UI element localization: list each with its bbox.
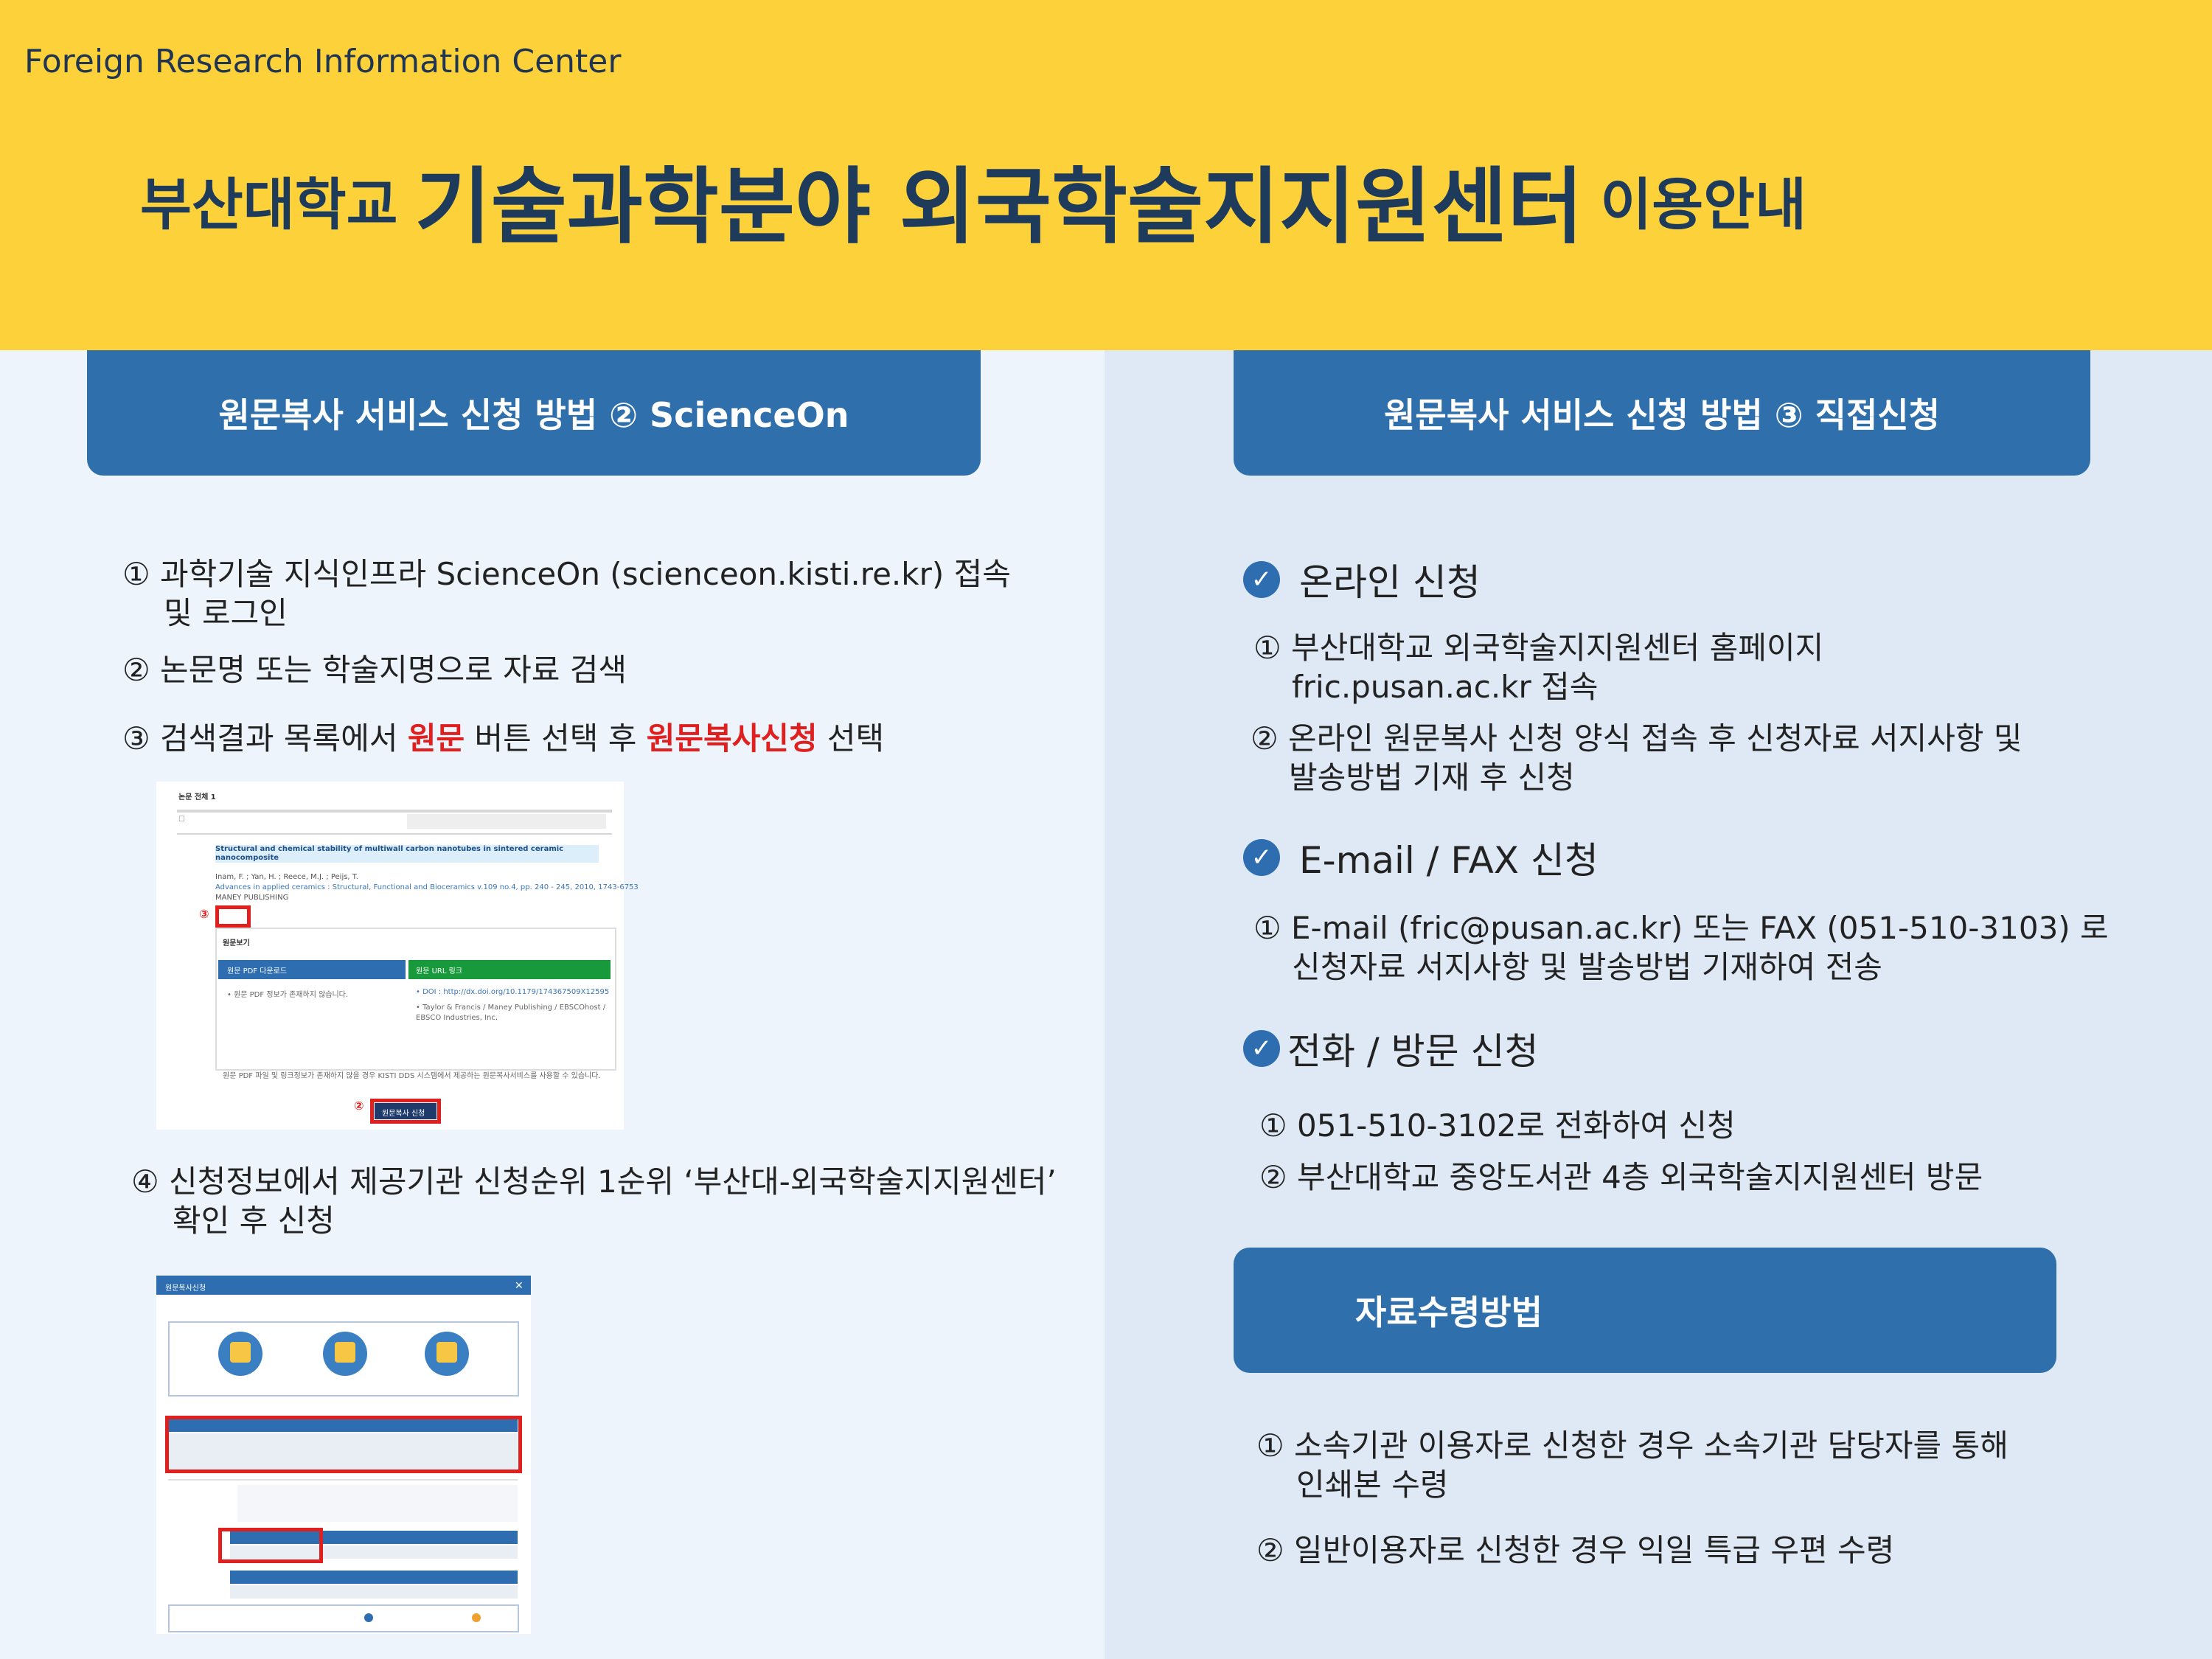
- check-icon: ✓: [1243, 839, 1280, 876]
- url-link-bar: [408, 960, 611, 979]
- request-button-highlight: [370, 1099, 441, 1124]
- url-link-label: 원문 URL 링크: [416, 967, 462, 975]
- step-1-line-2: 및 로그인: [164, 595, 288, 631]
- header-subtitle: Foreign Research Information Center: [24, 43, 622, 80]
- marker-2: ②: [354, 1099, 364, 1113]
- window-title-bar: [156, 1276, 531, 1295]
- section-header-scienceon: 원문복사 서비스 신청 방법 ② ScienceOn: [87, 350, 981, 476]
- step-1-line-1: ① 과학기술 지식인프라 ScienceOn (scienceon.kisti.…: [122, 556, 1011, 592]
- divider: [168, 1479, 518, 1481]
- step-3-text-e: 선택: [817, 720, 885, 757]
- notice-text: 원문 PDF 파일 및 링크정보가 존재하지 않을 경우 KISTI DDS 시…: [223, 1072, 601, 1080]
- section-header-direct: 원문복사 서비스 신청 방법 ③ 직접신청: [1234, 350, 2090, 476]
- online-item-1-line-1: ① 부산대학교 외국학술지지원센터 홈페이지: [1253, 630, 1824, 666]
- step-3: ③ 검색결과 목록에서 원문 버튼 선택 후 원문복사신청 선택: [122, 719, 884, 758]
- request-info-highlight: [165, 1416, 522, 1473]
- online-request-heading: ✓ 온라인 신청: [1243, 553, 1481, 606]
- fee-table-row: [230, 1585, 518, 1599]
- page-header: Foreign Research Information Center 부산대학…: [0, 0, 2212, 350]
- provider-priority-highlight[interactable]: [218, 1528, 323, 1563]
- marker-3: ③: [199, 907, 209, 921]
- external-links[interactable]: • Taylor & Francis / Maney Publishing / …: [416, 1004, 606, 1022]
- phone-item-2: ② 부산대학교 중앙도서관 4층 외국학술지지원센터 방문: [1259, 1159, 1983, 1195]
- options-area: [237, 1485, 518, 1522]
- receipt-item-2: ② 일반이용자로 신청한 경우 익일 특급 우편 수령: [1256, 1532, 1895, 1568]
- delivery-option-2-icon[interactable]: [323, 1332, 367, 1376]
- original-view-panel: [215, 928, 616, 1071]
- article-title: Structural and chemical stability of mul…: [215, 845, 599, 863]
- step-3-text-c: 버튼 선택 후: [465, 720, 647, 757]
- panel-title: 원문보기: [223, 939, 250, 947]
- close-icon[interactable]: ✕: [515, 1280, 524, 1292]
- online-item-2-line-2: 발송방법 기재 후 신청: [1289, 759, 1575, 796]
- step-3-highlight-request: 원문복사신청: [646, 720, 818, 757]
- document-icon: [230, 1342, 251, 1363]
- phone-item-1: ① 051-510-3102로 전화하여 신청: [1259, 1107, 1736, 1144]
- toolbar-filters: [407, 814, 606, 829]
- result-count: 논문 전체 1: [178, 793, 216, 801]
- copy-request-button[interactable]: [375, 1103, 437, 1119]
- provider-table-row: [230, 1545, 518, 1559]
- window-title: 원문복사신청: [165, 1284, 206, 1293]
- pdf-download-bar: [218, 960, 406, 979]
- phone-visit-title: 전화 / 방문 신청: [1287, 1030, 1539, 1073]
- section-header-receipt: 자료수령방법: [1234, 1248, 2056, 1373]
- folder-icon: [437, 1342, 457, 1363]
- card-icon: [335, 1342, 355, 1363]
- doi-link[interactable]: • DOI : http://dx.doi.org/10.1179/174367…: [416, 988, 610, 996]
- provider-table-header: [230, 1531, 518, 1544]
- receipt-item-1-line-2: 인쇄본 수령: [1296, 1467, 1449, 1503]
- divider: [177, 833, 612, 835]
- divider: [177, 810, 612, 813]
- pdf-download-label: 원문 PDF 다운로드: [227, 967, 288, 975]
- email-fax-title: E-mail / FAX 신청: [1299, 839, 1599, 882]
- request-table-header: [168, 1419, 518, 1432]
- request-table-row: [168, 1433, 518, 1470]
- phone-visit-heading: ✓ 전화 / 방문 신청: [1243, 1022, 1539, 1075]
- cancel-icon[interactable]: [472, 1613, 481, 1622]
- check-icon: ✓: [1243, 1030, 1280, 1067]
- delivery-option-1-icon[interactable]: [218, 1332, 262, 1376]
- step-2: ② 논문명 또는 학술지명으로 자료 검색: [122, 652, 627, 688]
- title-center: 기술과학분야 외국학술지지원센터: [414, 159, 1584, 255]
- screenshot-scienceon-results: 논문 전체 1 ☐ Structural and chemical stabil…: [156, 782, 639, 1130]
- email-item-1-line-2: 신청자료 서지사항 및 발송방법 기재하여 전송: [1292, 949, 1882, 985]
- check-icon: ✓: [1243, 561, 1280, 598]
- step-4-line-1: ④ 신청정보에서 제공기관 신청순위 1순위 ‘부산대-외국학술지지원센터’: [131, 1164, 1057, 1200]
- article-authors: Inam, F. ; Yan, H. ; Reece, M.J. ; Peijs…: [215, 873, 358, 881]
- online-item-2-line-1: ② 온라인 원문복사 신청 양식 접속 후 신청자료 서지사항 및: [1251, 720, 2023, 757]
- article-publisher: MANEY PUBLISHING: [215, 894, 289, 902]
- step-3-text-a: ③ 검색결과 목록에서: [122, 720, 408, 757]
- online-request-title: 온라인 신청: [1299, 561, 1481, 604]
- form-action-bar: [168, 1604, 519, 1632]
- delivery-options: [168, 1321, 519, 1397]
- receipt-item-1-line-1: ① 소속기관 이용자로 신청한 경우 소속기관 담당자를 통해: [1256, 1427, 2008, 1464]
- article-journal: Advances in applied ceramics : Structura…: [215, 883, 639, 891]
- submit-icon[interactable]: [364, 1613, 373, 1622]
- screenshot-request-form: 원문복사신청 ✕: [156, 1276, 531, 1634]
- step-4-line-2: 확인 후 신청: [173, 1203, 335, 1239]
- title-university: 부산대학교: [139, 172, 398, 237]
- no-pdf-message: • 원문 PDF 정보가 존재하지 않습니다.: [227, 991, 349, 999]
- email-item-1-line-1: ① E-mail (fric@pusan.ac.kr) 또는 FAX (051-…: [1253, 910, 2109, 946]
- right-panel: [1105, 350, 2212, 1659]
- online-item-1-line-2: fric.pusan.ac.kr 접속: [1292, 669, 1599, 705]
- title-guide: 이용안내: [1600, 172, 1807, 237]
- step-3-highlight-original: 원문: [407, 720, 465, 757]
- toolbar-checkbox: ☐: [178, 815, 185, 824]
- email-fax-heading: ✓ E-mail / FAX 신청: [1243, 831, 1599, 884]
- copy-request-button-label: 원문복사 신청: [382, 1110, 425, 1118]
- delivery-option-3-icon[interactable]: [425, 1332, 469, 1376]
- fee-table-header: [230, 1571, 518, 1584]
- page-title: 부산대학교 기술과학분야 외국학술지지원센터 이용안내: [0, 140, 1947, 260]
- original-button-highlight[interactable]: [215, 905, 251, 928]
